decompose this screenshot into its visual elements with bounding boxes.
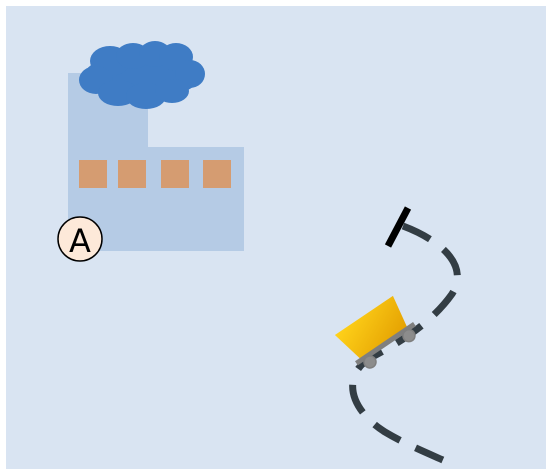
- factory-window: [79, 160, 107, 188]
- marker-label: A: [69, 222, 91, 260]
- factory-window: [203, 160, 231, 188]
- location-marker-a: A: [58, 217, 102, 261]
- factory-window: [161, 160, 189, 188]
- factory-window: [118, 160, 146, 188]
